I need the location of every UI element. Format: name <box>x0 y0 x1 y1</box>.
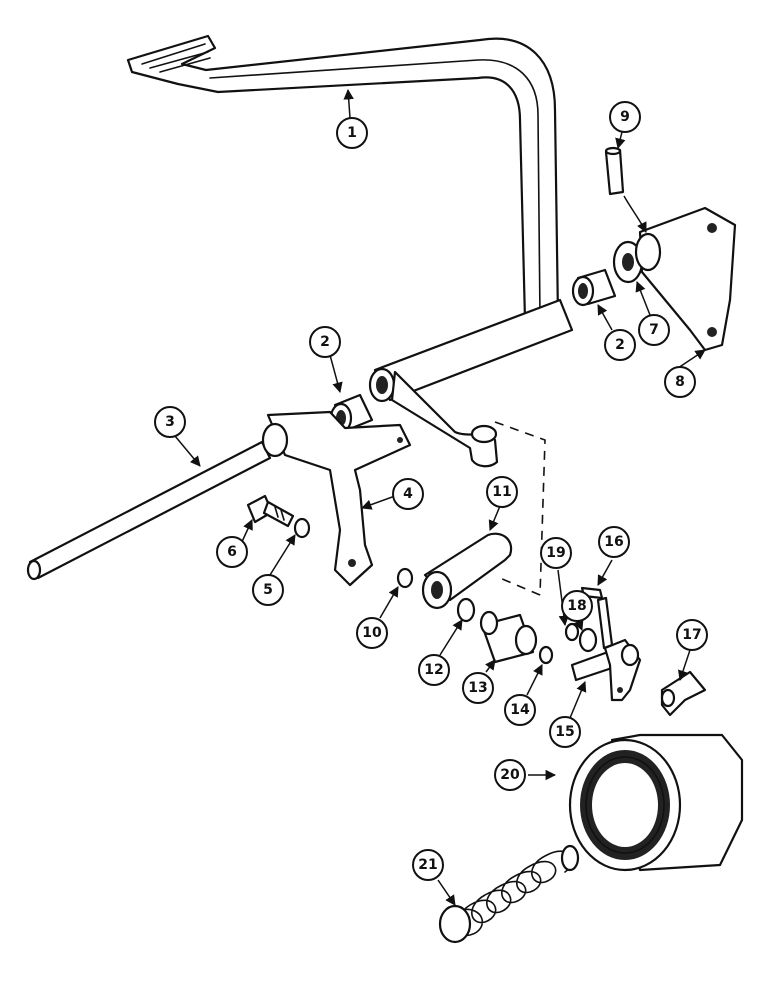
rod-part <box>26 440 272 581</box>
callout-17: 17 <box>676 619 708 651</box>
circlip-part-19 <box>564 622 580 642</box>
callout-label: 12 <box>424 662 443 678</box>
callout-label: 1 <box>347 125 357 141</box>
callout-label: 19 <box>546 545 565 561</box>
callout-label: 5 <box>263 582 273 598</box>
assembly-dashed-line <box>494 421 546 596</box>
coupler-part <box>568 733 744 872</box>
lever-part <box>421 532 513 610</box>
callout-4: 4 <box>392 478 424 510</box>
callout-label: 6 <box>227 544 237 560</box>
callout-16: 16 <box>598 526 630 558</box>
bush-part-right <box>571 268 617 307</box>
o-ring-part <box>456 597 476 623</box>
callout-1: 1 <box>336 117 368 149</box>
callout-6: 6 <box>216 536 248 568</box>
callout-14: 14 <box>504 694 536 726</box>
callout-9: 9 <box>609 101 641 133</box>
pedal-shaft-part <box>368 298 574 468</box>
callout-label: 13 <box>468 680 487 696</box>
lock-washer-part <box>293 517 311 539</box>
bolt-part <box>246 494 295 528</box>
circlip-part-10 <box>396 567 414 589</box>
callout-12: 12 <box>418 654 450 686</box>
callout-label: 7 <box>649 322 659 338</box>
callout-label: 2 <box>615 337 625 353</box>
callout-label: 11 <box>492 484 511 500</box>
roll-pin-part <box>604 146 647 233</box>
callout-2b: 2 <box>309 326 341 358</box>
callout-3: 3 <box>154 406 186 438</box>
callout-label: 3 <box>165 414 175 430</box>
callout-label: 20 <box>500 767 520 783</box>
callout-10: 10 <box>356 617 388 649</box>
callout-label: 9 <box>620 109 630 125</box>
sleeve-part <box>479 610 538 664</box>
mounting-bracket-part <box>634 206 737 352</box>
callout-label: 4 <box>403 486 413 502</box>
callout-18: 18 <box>561 590 593 622</box>
callout-21: 21 <box>412 849 444 881</box>
callout-label: 10 <box>362 625 382 641</box>
callout-15: 15 <box>549 716 581 748</box>
callout-label: 17 <box>682 627 701 643</box>
callout-leaders <box>174 88 706 906</box>
callout-label: 2 <box>320 334 330 350</box>
callout-label: 18 <box>567 598 586 614</box>
pedal-arm-part <box>126 34 560 322</box>
callout-2a: 2 <box>604 329 636 361</box>
callout-19: 19 <box>540 537 572 569</box>
selector-fork-part <box>660 670 707 717</box>
spring-part <box>438 844 580 944</box>
callout-label: 21 <box>418 857 437 873</box>
callout-11: 11 <box>486 476 518 508</box>
callout-8: 8 <box>664 366 696 398</box>
bracket-part <box>261 410 412 587</box>
washer-part-18 <box>578 627 598 653</box>
callout-label: 16 <box>604 534 623 550</box>
callout-label: 8 <box>675 374 685 390</box>
callout-label: 14 <box>510 702 530 718</box>
callout-7: 7 <box>638 314 670 346</box>
callout-5: 5 <box>252 574 284 606</box>
circlip-part-14 <box>538 645 554 665</box>
callout-20: 20 <box>494 759 526 791</box>
callout-label: 15 <box>555 724 574 740</box>
selector-shaft-part <box>570 596 642 702</box>
callout-13: 13 <box>462 672 494 704</box>
bush-part-left <box>329 393 374 434</box>
